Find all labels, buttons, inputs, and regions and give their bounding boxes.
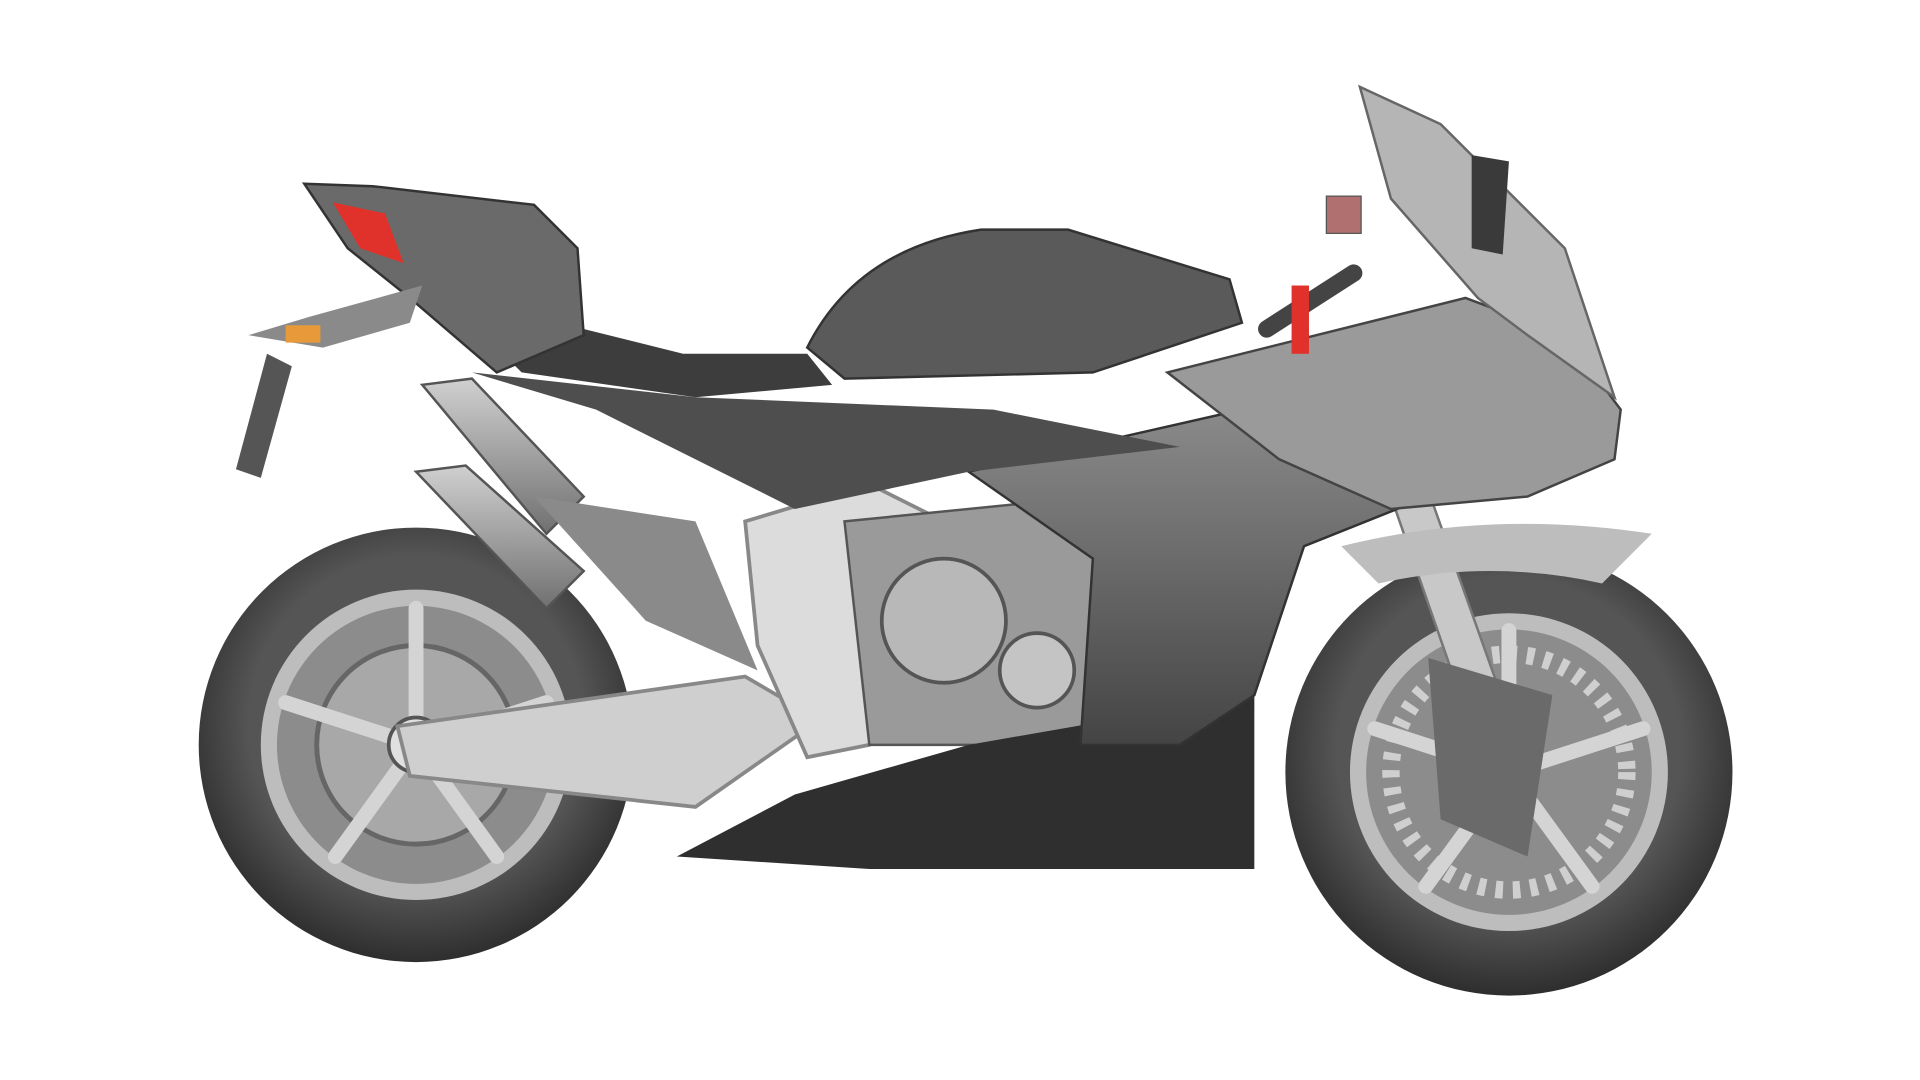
mirror: [1471, 155, 1509, 255]
front-fender: [1341, 523, 1652, 584]
swingarm: [395, 674, 824, 809]
mid-body: [471, 372, 1180, 509]
fuel-tank: [805, 228, 1244, 380]
exhaust: [413, 377, 758, 671]
license-plate-hanger: [235, 285, 423, 478]
handlebar: [1258, 195, 1363, 354]
brake-caliper-guard: [1428, 657, 1553, 857]
tail-light: [332, 202, 404, 264]
